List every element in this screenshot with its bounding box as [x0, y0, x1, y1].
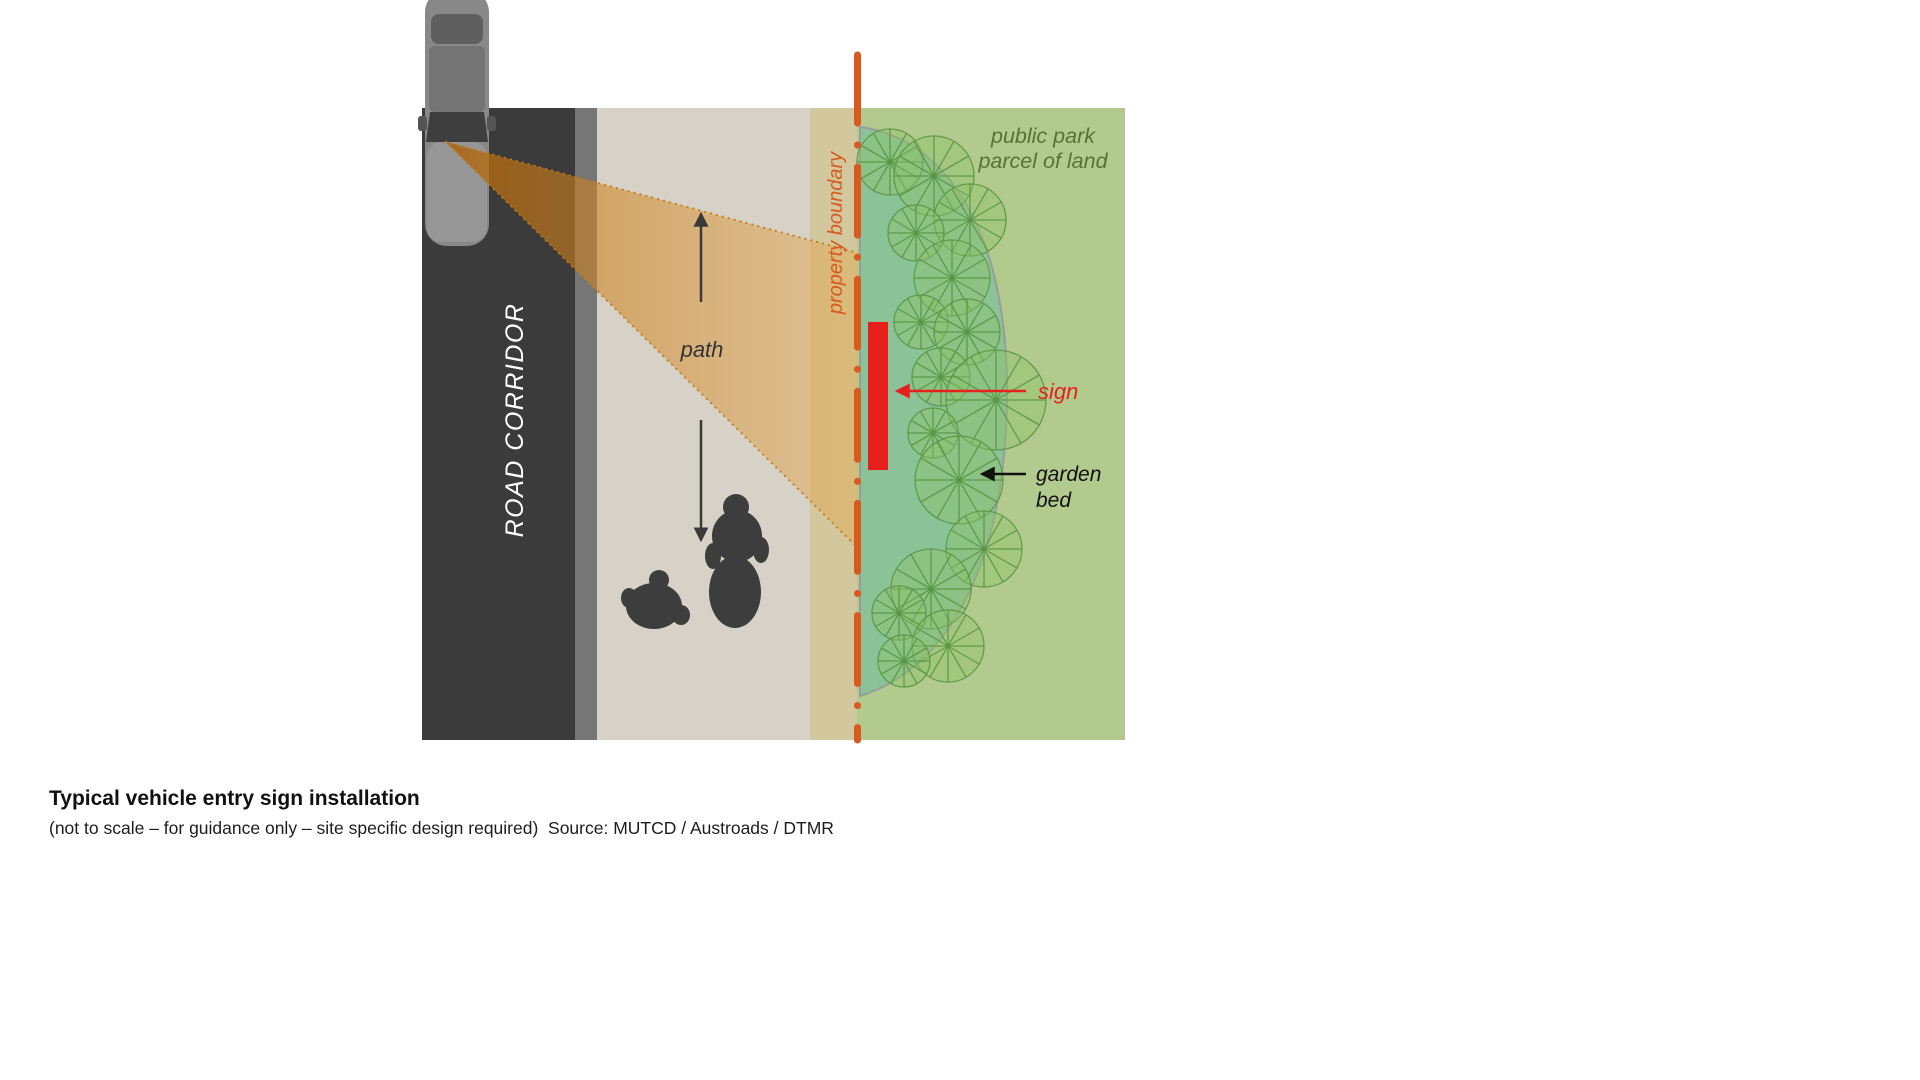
sign-marker: [868, 322, 888, 470]
caption: Typical vehicle entry sign installation …: [49, 786, 834, 839]
caption-subtitle: (not to scale – for guidance only – site…: [49, 818, 834, 839]
pedestrian-icon: [705, 494, 769, 628]
sight-line-upper: [444, 140, 860, 255]
garden-bed-label-line1: garden: [1036, 463, 1101, 486]
property-boundary-label: property boundary: [825, 151, 847, 315]
park-label-line1: public park: [990, 124, 1096, 148]
road-corridor-label: ROAD CORRIDOR: [501, 303, 529, 538]
tree-icon: [878, 635, 930, 687]
sight-line-lower: [444, 140, 860, 550]
sign-label: sign: [1038, 379, 1078, 404]
garden-bed-label-line2: bed: [1036, 489, 1072, 512]
path-label: path: [680, 337, 724, 362]
caption-title: Typical vehicle entry sign installation: [49, 787, 420, 810]
pedestrian-icon: [621, 570, 690, 629]
tree-icon: [946, 350, 1046, 450]
park-label-line2: parcel of land: [977, 149, 1108, 173]
car-icon: [418, 0, 496, 246]
